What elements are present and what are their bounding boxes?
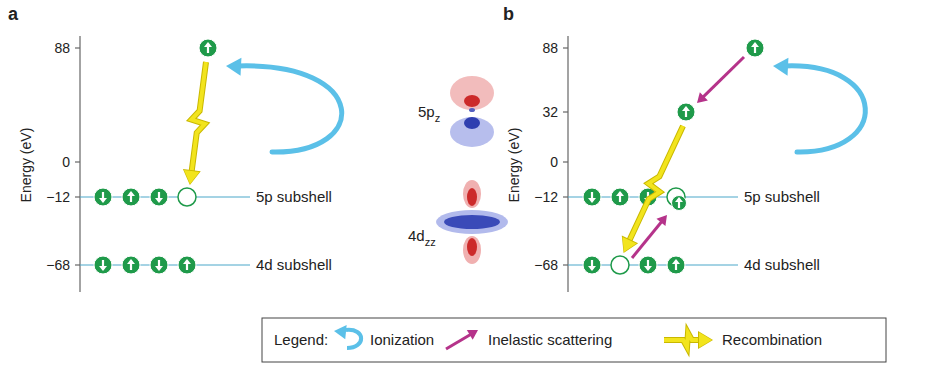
electron <box>199 39 217 57</box>
electron <box>94 256 112 274</box>
arrowhead <box>334 325 347 339</box>
tick-label: 0 <box>550 154 558 170</box>
axis-title: Energy (eV) <box>506 128 522 203</box>
legend-ionization-icon <box>346 330 361 348</box>
subshell-label: 4d subshell <box>744 256 820 273</box>
arrowhead <box>622 236 638 253</box>
axis <box>75 36 568 292</box>
arrowhead <box>698 331 713 349</box>
electron <box>667 256 685 274</box>
axis-title: Energy (eV) <box>18 128 34 203</box>
electron <box>611 256 629 274</box>
subshell-label: 4d subshell <box>256 256 332 273</box>
tick-label: 0 <box>62 154 70 170</box>
electron <box>150 188 168 206</box>
orbital-label: 4d <box>408 227 425 244</box>
electron <box>122 256 140 274</box>
tick-label: −12 <box>534 189 558 205</box>
electron <box>122 188 140 206</box>
electron <box>611 188 629 206</box>
orbital-subscript: zz <box>425 236 436 249</box>
electron <box>94 188 112 206</box>
arrowhead <box>699 332 712 348</box>
orbital-5pz <box>450 76 494 147</box>
subshell-label: 5p subshell <box>744 188 820 205</box>
legend-box <box>262 318 886 362</box>
tick-label: −68 <box>46 257 70 273</box>
subshell-label: 5p subshell <box>256 188 332 205</box>
legend-text: Ionization <box>370 331 434 348</box>
electron <box>677 103 695 121</box>
recombination-outline <box>191 62 206 174</box>
recombination-outline <box>628 126 683 243</box>
panel-letter: b <box>503 4 514 25</box>
arrowhead <box>656 215 667 226</box>
legend-title: Legend: <box>274 331 328 348</box>
legend-text: Recombination <box>722 331 822 348</box>
electron <box>583 256 601 274</box>
arrowhead <box>183 169 201 185</box>
electron <box>178 256 196 274</box>
scatter-arrow <box>702 57 744 98</box>
panel-letter: a <box>8 4 18 25</box>
arrowhead <box>184 170 199 184</box>
tick-label: −12 <box>46 189 70 205</box>
electron <box>746 39 764 57</box>
electron <box>639 256 657 274</box>
energy-level <box>80 197 738 265</box>
recombination-arrow <box>628 126 683 243</box>
arrowhead <box>467 330 478 340</box>
ionization-arrow <box>785 66 865 152</box>
legend-text: Inelastic scattering <box>488 331 612 348</box>
orbital-4dzz <box>436 180 508 264</box>
arrowhead <box>226 58 241 76</box>
arrowhead <box>622 237 636 252</box>
tick-label: 32 <box>542 104 558 120</box>
electron <box>150 256 168 274</box>
electron <box>672 196 687 211</box>
ionization-arrow <box>238 66 342 152</box>
recombination-arrow <box>191 62 206 174</box>
scatter-arrow <box>632 221 662 258</box>
tick-label: 88 <box>542 40 558 56</box>
arrowhead <box>773 58 788 76</box>
recombination-arrow <box>664 333 702 347</box>
orbital-subscript: z <box>435 112 441 125</box>
electron <box>178 188 196 206</box>
recombination-outline <box>664 333 702 347</box>
tick-label: −68 <box>534 257 558 273</box>
orbital-label: 5p <box>418 103 435 120</box>
scatter-arrow <box>446 334 471 349</box>
arrowhead <box>697 92 708 103</box>
tick-label: 88 <box>54 40 70 56</box>
electron <box>583 188 601 206</box>
